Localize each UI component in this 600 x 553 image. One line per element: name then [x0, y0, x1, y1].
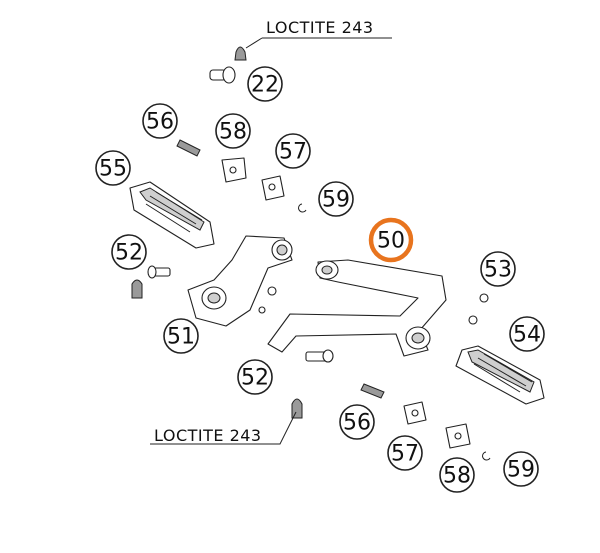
callout-59-bottom: 59 [503, 451, 539, 487]
part-50-lever [267, 259, 447, 357]
svg-text:56: 56 [146, 110, 174, 135]
svg-text:51: 51 [167, 325, 195, 350]
svg-text:55: 55 [99, 157, 127, 182]
part-51-bracket [187, 235, 293, 327]
loctite-label-bottom: LOCTITE 243 [154, 426, 262, 445]
part-53-screws [468, 293, 489, 325]
svg-text:50: 50 [377, 229, 405, 254]
part-57-plate-bottom [403, 401, 427, 425]
svg-text:58: 58 [219, 120, 247, 145]
svg-text:52: 52 [115, 241, 143, 266]
part-59-clip-top [298, 203, 307, 213]
callout-56-top: 56 [142, 103, 178, 139]
svg-text:52: 52 [241, 366, 269, 391]
callout-52-top: 52 [111, 234, 147, 270]
callout-55: 55 [95, 150, 131, 186]
callout-52-bottom: 52 [237, 359, 273, 395]
svg-text:58: 58 [443, 464, 471, 489]
callout-54: 54 [509, 316, 545, 352]
callout-51: 51 [163, 318, 199, 354]
svg-text:59: 59 [322, 188, 350, 213]
part-52-pin-bottom [291, 349, 334, 419]
loctite-label-top: LOCTITE 243 [266, 18, 374, 37]
part-55-footpeg [129, 181, 215, 249]
svg-text:59: 59 [507, 458, 535, 483]
loctite-top-leader [245, 37, 392, 49]
callout-53: 53 [480, 251, 516, 287]
svg-text:53: 53 [484, 258, 512, 283]
part-56-pin-top [176, 139, 201, 157]
part-52-pin-top [131, 265, 171, 299]
callout-57-top: 57 [275, 133, 311, 169]
callout-58-top: 58 [215, 113, 251, 149]
callout-56-bottom: 56 [339, 404, 375, 440]
callout-57-bottom: 57 [387, 435, 423, 471]
part-22-bolt [209, 46, 247, 84]
svg-text:57: 57 [391, 442, 419, 467]
part-56-pin-bottom [360, 383, 385, 399]
callout-59-top: 59 [318, 181, 354, 217]
callout-22: 22 [247, 66, 283, 102]
part-54-footpeg [455, 345, 545, 405]
svg-text:54: 54 [513, 323, 541, 348]
loctite-bottom-leader [150, 411, 297, 445]
svg-text:56: 56 [343, 411, 371, 436]
callout-58-bottom: 58 [439, 457, 475, 493]
svg-text:57: 57 [279, 140, 307, 165]
part-57-plate-top [261, 175, 285, 201]
part-59-clip-bottom [482, 451, 491, 461]
part-58-plate-bottom [445, 423, 471, 449]
svg-text:22: 22 [251, 73, 279, 98]
callout-50-highlighted: 50 [368, 217, 414, 263]
part-58-plate-top [221, 157, 247, 183]
